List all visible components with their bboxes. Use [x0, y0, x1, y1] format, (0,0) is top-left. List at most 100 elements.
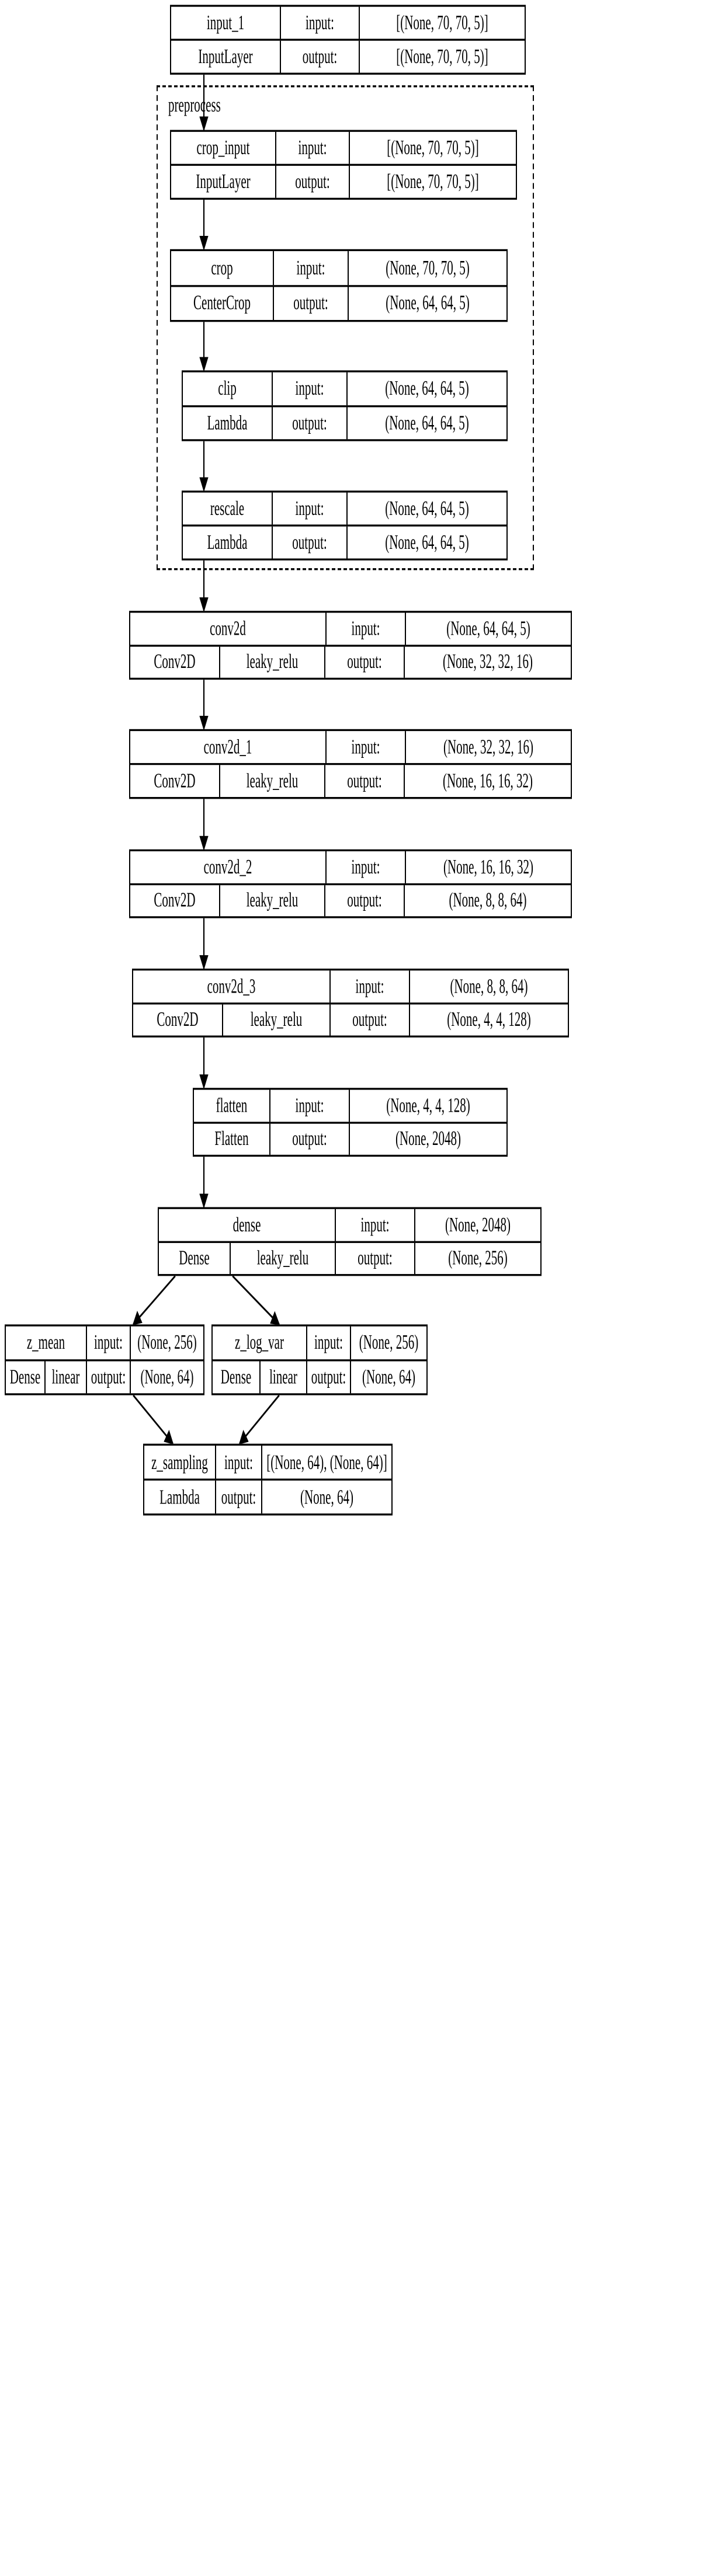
- node-type: Lambda: [159, 1485, 200, 1509]
- node-row-output: Conv2D leaky_relu output: (None, 8, 8, 6…: [130, 882, 571, 917]
- node-rescale[interactable]: rescale input: (None, 64, 64, 5) Lambda …: [182, 490, 508, 561]
- node-z-sampling[interactable]: z_sampling input: [(None, 64), (None, 64…: [143, 1443, 393, 1516]
- node-activation: leaky_relu: [219, 765, 324, 798]
- node-row-output: Flatten output: (None, 2048): [194, 1121, 506, 1155]
- node-row-output: Conv2D leaky_relu output: (None, 32, 32,…: [130, 644, 571, 678]
- node-row-output: Dense leaky_relu output: (None, 256): [159, 1240, 540, 1275]
- node-row-output: Dense linear output: (None, 64): [213, 1359, 426, 1394]
- output-label: output:: [86, 1360, 130, 1394]
- node-type: Lambda: [207, 530, 248, 554]
- node-type: Conv2D: [154, 888, 196, 912]
- input-shape: (None, 32, 32, 16): [405, 731, 571, 763]
- node-row-input: rescale input: (None, 64, 64, 5): [183, 492, 506, 525]
- node-title: dense: [232, 1213, 261, 1236]
- input-label: input:: [86, 1326, 130, 1359]
- input-label: input:: [280, 6, 359, 39]
- node-conv2d[interactable]: conv2d input: (None, 64, 64, 5) Conv2D l…: [129, 611, 572, 680]
- input-shape: (None, 16, 16, 32): [405, 851, 571, 883]
- output-shape: [(None, 70, 70, 5)]: [359, 40, 525, 73]
- node-row-input: clip input: (None, 64, 64, 5): [183, 372, 506, 405]
- output-shape: (None, 32, 32, 16): [404, 646, 571, 678]
- input-shape: [(None, 64), (None, 64)]: [261, 1445, 391, 1479]
- input-label: input:: [269, 1089, 349, 1122]
- node-row-input: flatten input: (None, 4, 4, 128): [194, 1089, 506, 1122]
- node-title: rescale: [210, 496, 245, 520]
- node-row-input: dense input: (None, 2048): [159, 1209, 540, 1241]
- node-title: conv2d_2: [203, 855, 252, 879]
- cluster-preprocess: [157, 85, 534, 570]
- output-shape: (None, 64, 64, 5): [346, 406, 506, 440]
- output-shape: (None, 64): [130, 1360, 203, 1394]
- node-activation: leaky_relu: [219, 646, 324, 678]
- node-row-output: Conv2D leaky_relu output: (None, 4, 4, 1…: [133, 1002, 568, 1036]
- node-crop-input[interactable]: crop_input input: [(None, 70, 70, 5)] In…: [170, 130, 517, 200]
- node-row-output: Dense linear output: (None, 64): [6, 1359, 203, 1394]
- input-shape: (None, 64, 64, 5): [346, 372, 506, 405]
- node-type: Dense: [220, 1364, 252, 1388]
- node-z-log-var[interactable]: z_log_var input: (None, 256) Dense linea…: [211, 1324, 428, 1395]
- edge-zmean-to-zsampling: [133, 1394, 174, 1445]
- output-shape: (None, 4, 4, 128): [409, 1004, 568, 1036]
- node-type: InputLayer: [198, 44, 253, 68]
- input-shape: (None, 256): [350, 1326, 426, 1359]
- node-clip[interactable]: clip input: (None, 64, 64, 5) Lambda out…: [182, 370, 508, 441]
- output-label: output:: [324, 646, 404, 678]
- output-label: output:: [272, 526, 346, 559]
- node-row-output: Conv2D leaky_relu output: (None, 16, 16,…: [130, 763, 571, 798]
- node-row-input: input_1 input: [(None, 70, 70, 5)]: [171, 6, 525, 39]
- output-shape: (None, 64): [350, 1360, 426, 1394]
- input-label: input:: [325, 851, 405, 883]
- node-title: conv2d_1: [203, 734, 252, 758]
- node-row-input: conv2d_3 input: (None, 8, 8, 64): [133, 970, 568, 1002]
- node-activation: linear: [259, 1360, 306, 1394]
- output-shape: (None, 8, 8, 64): [404, 885, 571, 917]
- node-row-input: crop input: (None, 70, 70, 5): [171, 251, 506, 285]
- node-title: z_log_var: [235, 1330, 284, 1354]
- node-type: Dense: [179, 1246, 210, 1270]
- edge-dense-to-zlogvar: [232, 1275, 280, 1325]
- node-activation: leaky_relu: [222, 1004, 329, 1036]
- node-dense[interactable]: dense input: (None, 2048) Dense leaky_re…: [158, 1207, 542, 1276]
- input-label: input:: [329, 970, 409, 1002]
- output-label: output:: [269, 1123, 349, 1155]
- node-activation: linear: [44, 1360, 86, 1394]
- node-title: crop_input: [196, 135, 250, 159]
- node-type: Conv2D: [154, 768, 196, 792]
- input-shape: (None, 70, 70, 5): [348, 251, 506, 285]
- node-row-output: InputLayer output: [(None, 70, 70, 5)]: [171, 163, 516, 198]
- node-flatten[interactable]: flatten input: (None, 4, 4, 128) Flatten…: [193, 1088, 508, 1157]
- node-input-1[interactable]: input_1 input: [(None, 70, 70, 5)] Input…: [170, 5, 526, 75]
- output-label: output:: [273, 286, 348, 321]
- output-label: output:: [306, 1360, 350, 1394]
- node-z-mean[interactable]: z_mean input: (None, 256) Dense linear o…: [5, 1324, 204, 1395]
- node-title: z_sampling: [151, 1450, 208, 1474]
- input-shape: (None, 64, 64, 5): [405, 612, 571, 645]
- node-row-input: z_sampling input: [(None, 64), (None, 64…: [144, 1445, 391, 1479]
- node-conv2d-3[interactable]: conv2d_3 input: (None, 8, 8, 64) Conv2D …: [132, 968, 569, 1038]
- node-row-output: CenterCrop output: (None, 64, 64, 5): [171, 284, 506, 321]
- input-label: input:: [273, 251, 348, 285]
- edge-zlogvar-to-zsampling: [238, 1394, 280, 1445]
- output-label: output:: [335, 1242, 414, 1275]
- output-shape: (None, 64, 64, 5): [348, 286, 506, 321]
- node-type: Conv2D: [154, 650, 196, 673]
- node-conv2d-2[interactable]: conv2d_2 input: (None, 16, 16, 32) Conv2…: [129, 849, 572, 918]
- input-label: input:: [325, 612, 405, 645]
- input-shape: (None, 4, 4, 128): [349, 1089, 506, 1122]
- input-label: input:: [335, 1209, 414, 1241]
- input-label: input:: [325, 731, 405, 763]
- node-conv2d-1[interactable]: conv2d_1 input: (None, 32, 32, 16) Conv2…: [129, 729, 572, 799]
- output-label: output:: [272, 406, 346, 440]
- node-title: clip: [218, 376, 237, 400]
- node-crop[interactable]: crop input: (None, 70, 70, 5) CenterCrop…: [170, 249, 508, 322]
- node-row-input: z_mean input: (None, 256): [6, 1326, 203, 1359]
- input-shape: (None, 64, 64, 5): [346, 492, 506, 525]
- node-row-output: Lambda output: (None, 64): [144, 1478, 391, 1514]
- input-label: input:: [306, 1326, 350, 1359]
- node-row-output: Lambda output: (None, 64, 64, 5): [183, 405, 506, 440]
- node-title: z_mean: [26, 1330, 65, 1354]
- node-type: Lambda: [207, 410, 248, 434]
- node-type: Conv2D: [157, 1007, 199, 1031]
- input-shape: [(None, 70, 70, 5)]: [359, 6, 525, 39]
- node-row-input: crop_input input: [(None, 70, 70, 5)]: [171, 131, 516, 164]
